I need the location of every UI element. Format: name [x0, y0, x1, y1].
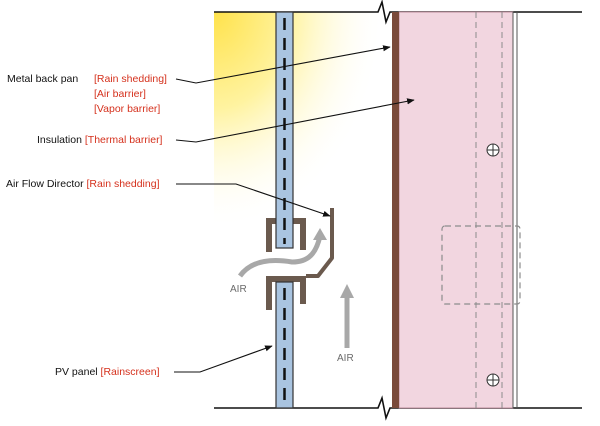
label-metal-back-pan: Metal back pan [7, 73, 97, 86]
pv-panel-upper [275, 11, 294, 249]
label-air-flow-director-name: Air Flow Director [6, 178, 84, 190]
lower-bracket [266, 276, 306, 310]
label-pv-panel-name: PV panel [55, 366, 98, 378]
label-metal-back-pan-name: Metal back pan [7, 73, 79, 85]
label-pv-panel: PV panel [Rainscreen] [55, 366, 160, 379]
metal-back-pan [392, 12, 399, 408]
label-insulation-name: Insulation [37, 134, 82, 146]
label-insulation-tag: [Thermal barrier] [84, 134, 163, 146]
label-air-flow-director: Air Flow Director [Rain shedding] [6, 178, 159, 191]
label-pv-panel-tag: [Rainscreen] [100, 366, 160, 378]
air-flow-director [306, 208, 334, 278]
insulation-layer [398, 11, 514, 409]
junction-box [441, 225, 521, 305]
stud-dashed [475, 12, 503, 408]
label-air-flow-director-tag: [Rain shedding] [86, 178, 160, 190]
label-metal-back-pan-tag-2: [Air barrier] [94, 88, 146, 100]
pv-panel-lower [275, 281, 294, 409]
label-metal-back-pan-tag-1: [Rain shedding] [94, 73, 167, 85]
upper-bracket [266, 218, 306, 252]
label-metal-back-pan-tag-3: [Vapor barrier] [94, 103, 161, 115]
air-label-left: AIR [230, 284, 247, 295]
air-arrow-vertical [340, 284, 354, 348]
interior-wall [512, 12, 518, 408]
leader-lines [174, 45, 415, 373]
air-label-right: AIR [337, 353, 354, 364]
label-insulation: Insulation [Thermal barrier] [37, 134, 162, 147]
screw-icon [486, 373, 500, 387]
sunlight-glow [214, 12, 394, 252]
screw-icon [486, 143, 500, 157]
air-arrow-curved [237, 228, 327, 278]
